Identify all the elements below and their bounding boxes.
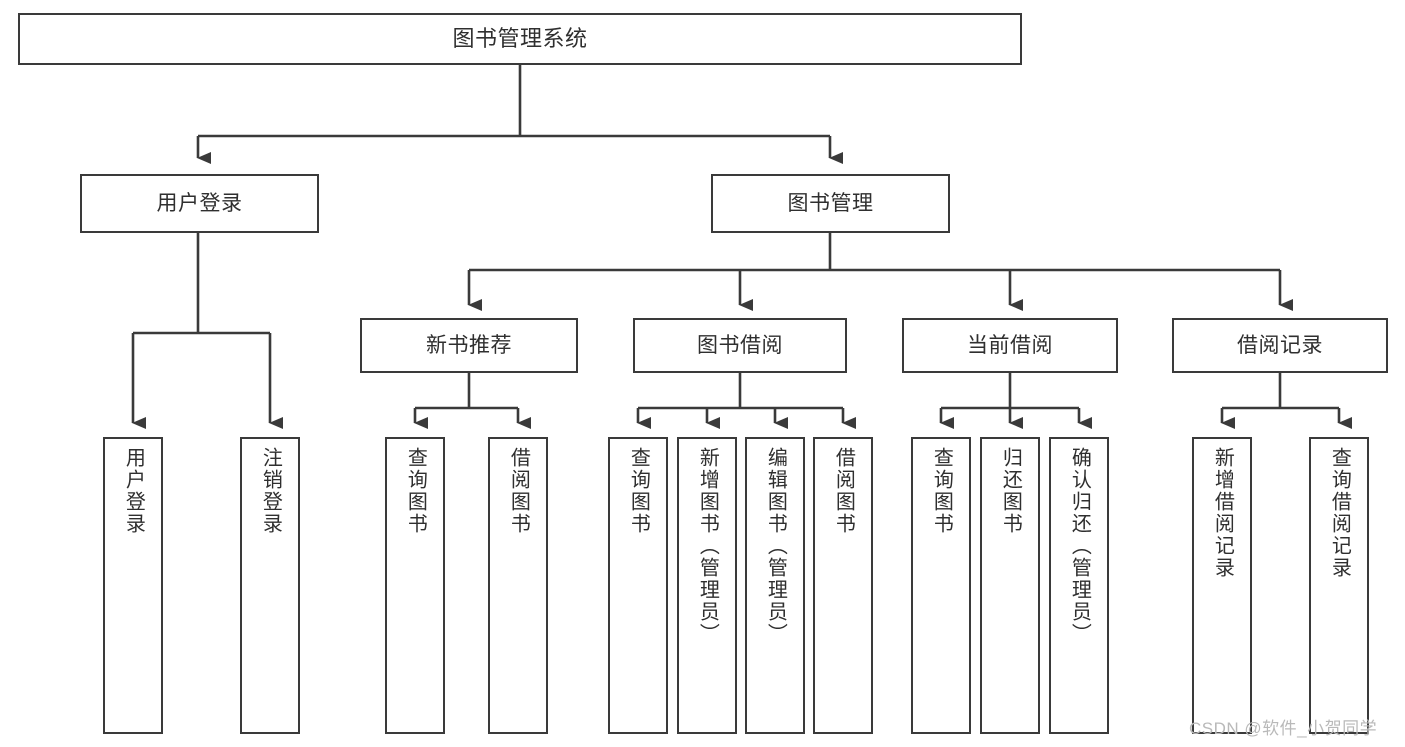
leaf-current-confirm-return-admin[interactable]: 确认归还（管理员） [1049,437,1109,734]
leaf-recommend-borrow-book[interactable]: 借阅图书 [488,437,548,734]
leaf-borrow-query-book[interactable]: 查询图书 [608,437,668,734]
node-root-label: 图书管理系统 [452,25,588,51]
leaf-label: 查询图书 [404,447,427,535]
leaf-label: 用户登录 [122,447,145,535]
leaf-current-query-book[interactable]: 查询图书 [911,437,971,734]
leaf-label: 查询图书 [627,447,650,535]
leaf-user-login-login[interactable]: 用户登录 [103,437,163,734]
node-new-book-recommend[interactable]: 新书推荐 [360,318,578,373]
node-user-login-label: 用户登录 [156,191,243,215]
leaf-label: 借阅图书 [832,447,855,535]
node-book-borrow[interactable]: 图书借阅 [633,318,847,373]
watermark: CSDN @软件_小贺同学 [1189,719,1378,738]
node-current-borrow[interactable]: 当前借阅 [902,318,1118,373]
node-book-management[interactable]: 图书管理 [711,174,950,233]
leaf-user-login-logout[interactable]: 注销登录 [240,437,300,734]
node-current-borrow-label: 当前借阅 [967,333,1053,357]
leaf-label: 查询借阅记录 [1328,447,1351,579]
leaf-borrow-add-book-admin[interactable]: 新增图书（管理员） [677,437,737,734]
node-new-book-recommend-label: 新书推荐 [426,333,512,357]
leaf-label: 归还图书 [999,447,1022,535]
leaf-label: 确认归还（管理员） [1068,447,1091,645]
leaf-borrow-borrow-book[interactable]: 借阅图书 [813,437,873,734]
node-book-borrow-label: 图书借阅 [697,333,783,357]
leaf-current-return-book[interactable]: 归还图书 [980,437,1040,734]
leaf-label: 新增借阅记录 [1211,447,1234,579]
leaf-label: 借阅图书 [507,447,530,535]
leaf-label: 注销登录 [259,447,282,535]
leaf-label: 新增图书（管理员） [696,447,719,645]
leaf-label: 查询图书 [930,447,953,535]
leaf-record-query-record[interactable]: 查询借阅记录 [1309,437,1369,734]
node-borrow-record[interactable]: 借阅记录 [1172,318,1388,373]
node-book-management-label: 图书管理 [787,191,874,215]
leaf-borrow-edit-book-admin[interactable]: 编辑图书（管理员） [745,437,805,734]
leaf-record-add-record[interactable]: 新增借阅记录 [1192,437,1252,734]
node-user-login[interactable]: 用户登录 [80,174,319,233]
leaf-recommend-query-book[interactable]: 查询图书 [385,437,445,734]
node-borrow-record-label: 借阅记录 [1237,333,1323,357]
leaf-label: 编辑图书（管理员） [764,447,787,645]
node-root[interactable]: 图书管理系统 [18,13,1022,65]
